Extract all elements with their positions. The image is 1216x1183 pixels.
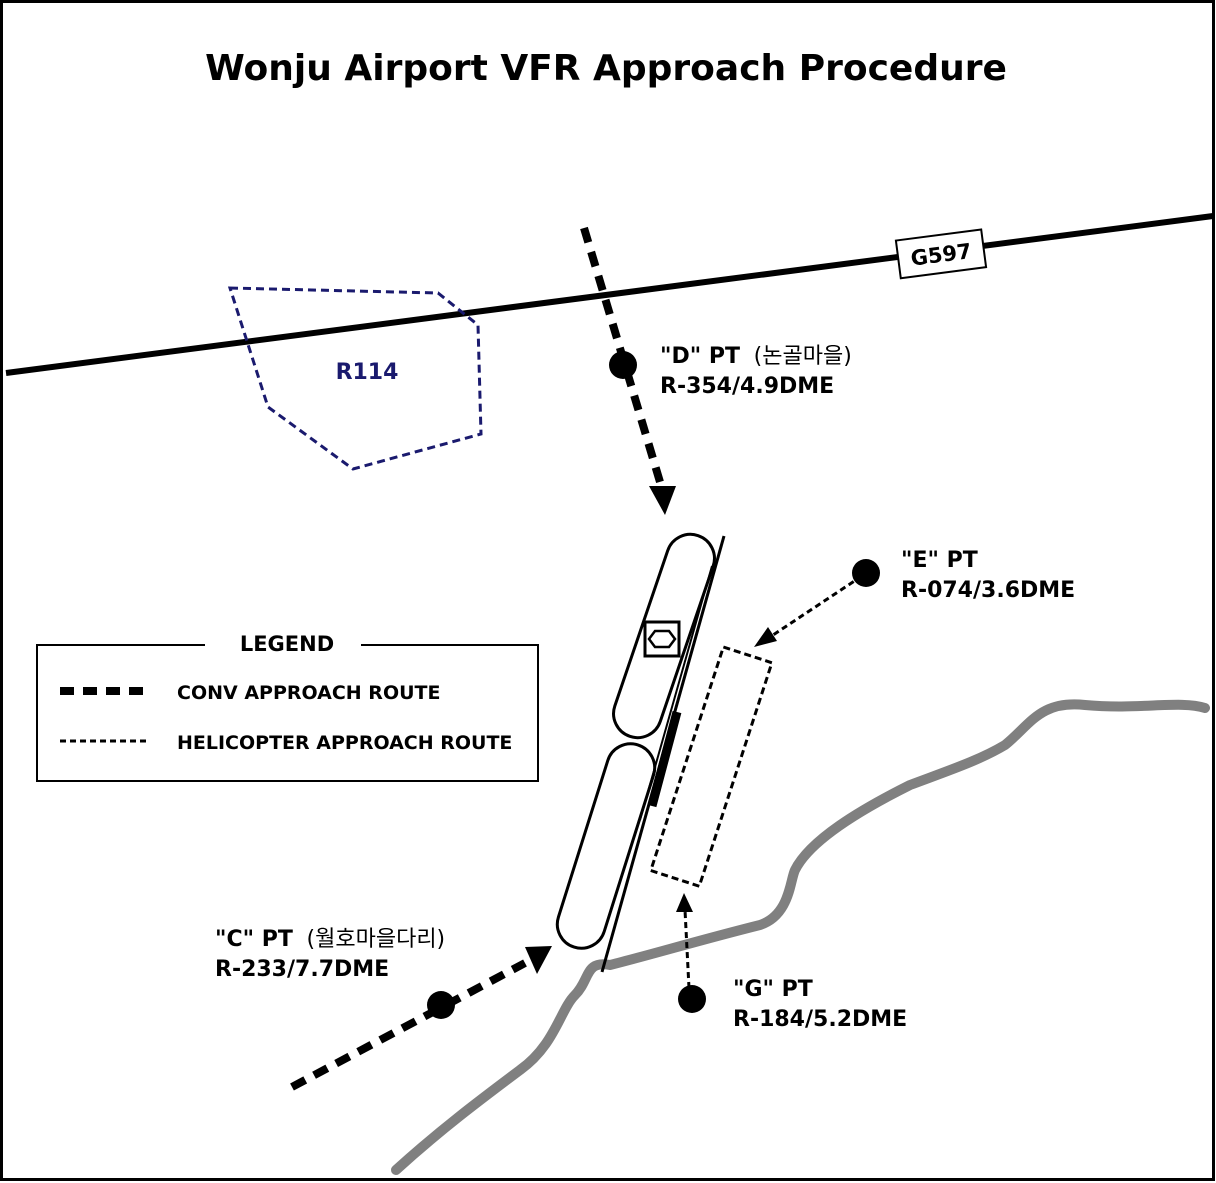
route-c-arrowhead bbox=[525, 946, 552, 974]
point-d-label: "D" PT (논골마을) bbox=[660, 344, 852, 369]
airway-line bbox=[5, 213, 1214, 376]
point-e-radial: R-074/3.6DME bbox=[901, 578, 1075, 603]
river bbox=[391, 699, 1210, 1175]
legend-title: LEGEND bbox=[240, 632, 334, 656]
legend: LEGEND CONV APPROACH ROUTE HELICOPTER AP… bbox=[36, 630, 539, 782]
point-g-name: "G" PT bbox=[733, 977, 813, 1002]
legend-helicopter-label: HELICOPTER APPROACH ROUTE bbox=[177, 732, 512, 754]
route-g-arrowhead bbox=[676, 893, 693, 912]
point-c-label: "C" PT (월호마을다리) bbox=[215, 927, 445, 952]
route-c-conventional bbox=[290, 959, 527, 1091]
point-e-name: "E" PT bbox=[901, 548, 978, 573]
restricted-area-label: R114 bbox=[336, 360, 399, 385]
route-g-helicopter bbox=[683, 909, 691, 989]
route-e-arrowhead bbox=[754, 627, 777, 647]
taxiway-line-inner bbox=[639, 565, 713, 821]
apron-bar bbox=[647, 710, 682, 808]
point-e-marker bbox=[852, 559, 880, 587]
route-d-arrowhead bbox=[649, 486, 676, 515]
airway-label-box: G597 bbox=[894, 228, 988, 280]
point-d-local: (논골마을) bbox=[754, 344, 852, 369]
point-g-radial: R-184/5.2DME bbox=[733, 1007, 907, 1032]
point-g-marker bbox=[678, 985, 706, 1013]
restricted-area-r114 bbox=[227, 286, 483, 471]
helicopter-area bbox=[648, 645, 774, 889]
hexagon-icon bbox=[643, 620, 681, 658]
route-e-helicopter bbox=[769, 574, 863, 639]
point-c-local: (월호마을다리) bbox=[307, 927, 446, 952]
chart-title: Wonju Airport VFR Approach Procedure bbox=[205, 48, 1007, 89]
point-c-radial: R-233/7.7DME bbox=[215, 957, 389, 982]
point-c-marker bbox=[427, 991, 455, 1019]
point-d-marker bbox=[609, 351, 637, 379]
point-c-name: "C" PT bbox=[215, 927, 293, 952]
runway-south bbox=[555, 742, 657, 950]
legend-conventional-label: CONV APPROACH ROUTE bbox=[177, 682, 440, 704]
point-d-radial: R-354/4.9DME bbox=[660, 374, 834, 399]
point-d-name: "D" PT bbox=[660, 344, 740, 369]
